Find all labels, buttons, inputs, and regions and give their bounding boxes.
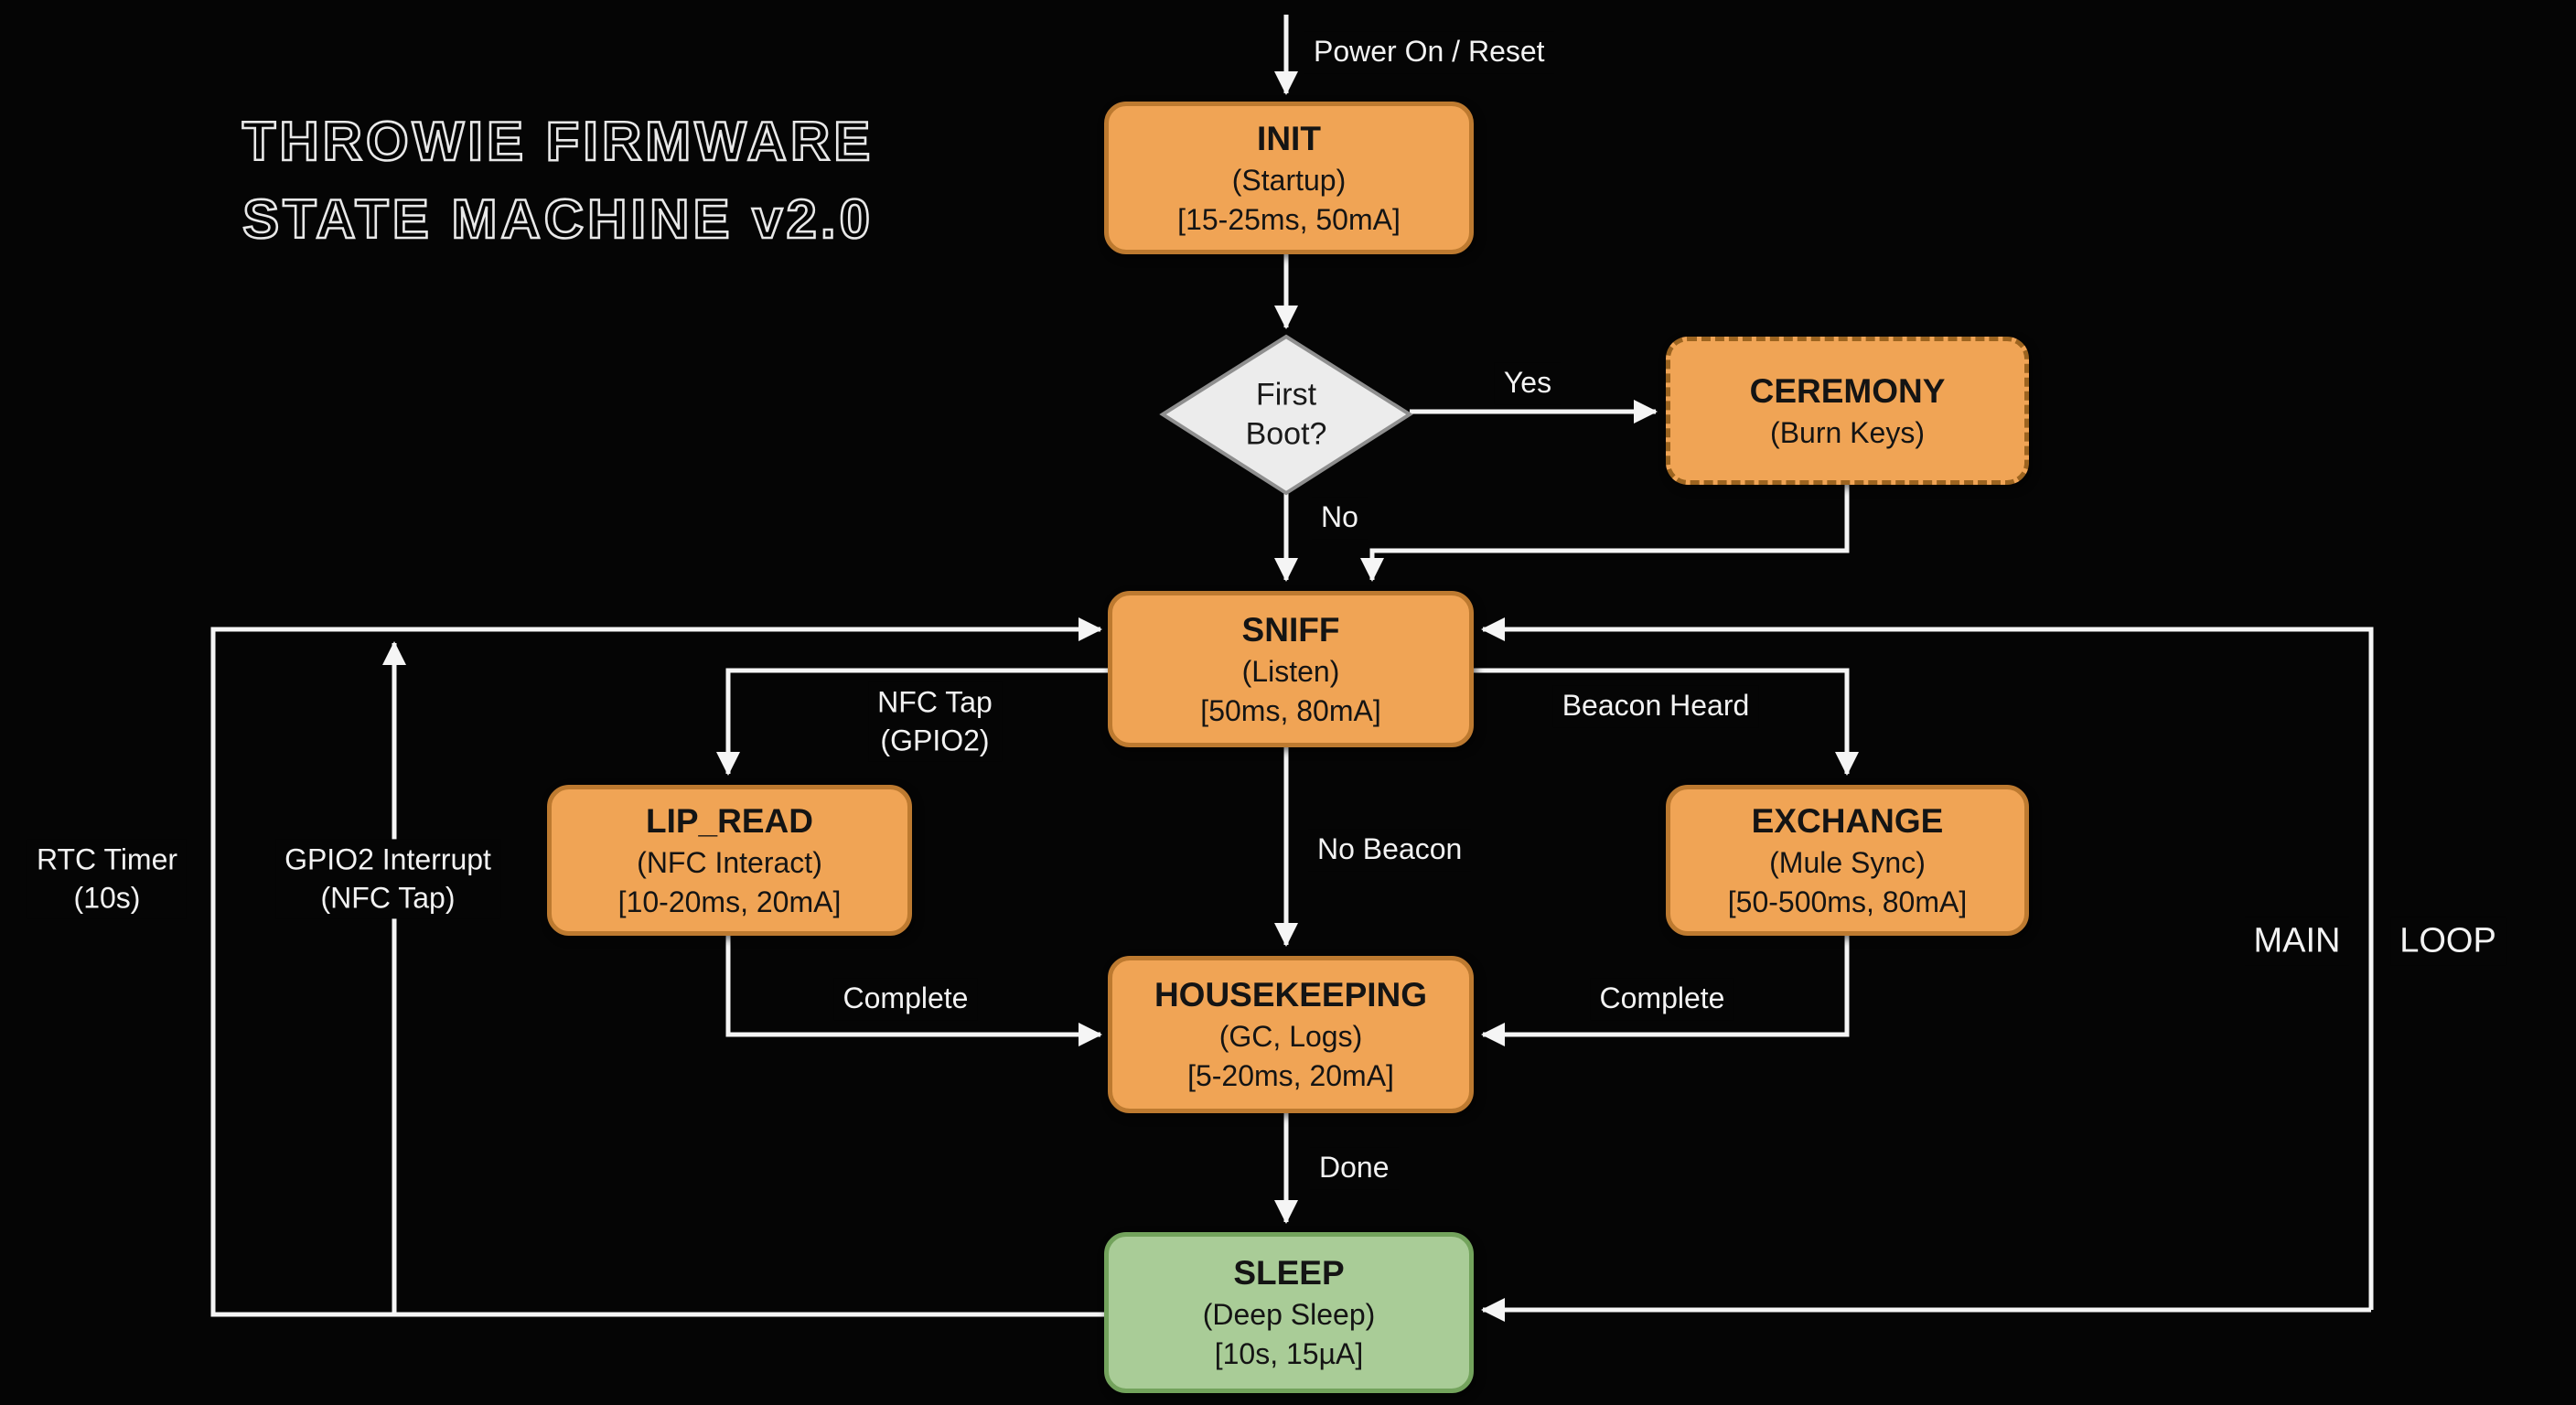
node-housekeeping-stats: [5-20ms, 20mA] [1187,1059,1394,1092]
edge-label-no-beacon: No Beacon [1308,829,1472,871]
edge-lip-read-to-housekeeping [725,936,1102,1046]
edge-ceremony-to-sniff [1360,485,1850,582]
edge-label-gpio2-line-2: (NFC Tap) [320,881,456,914]
node-exchange-stats: [50-500ms, 80mA] [1727,885,1968,918]
edge-label-loop: LOOP [2390,917,2506,966]
node-housekeeping-sub: (GC, Logs) [1218,1020,1363,1053]
first-boot-line-2: Boot? [1245,416,1327,451]
node-sniff-stats: [50ms, 80mA] [1200,693,1381,727]
edge-sniff-to-exchange [1474,668,1859,776]
edge-label-beacon-heard: Beacon Heard [1552,685,1759,727]
edge-label-rtc-timer: RTC Timer (10s) [27,839,188,919]
node-exchange-name: EXCHANGE [1751,801,1944,840]
node-housekeeping-name: HOUSEKEEPING [1154,976,1428,1014]
diagram-title: THROWIE FIRMWARE STATE MACHINE v2.0 [206,102,910,258]
node-housekeeping: HOUSEKEEPING (GC, Logs) [5-20ms, 20mA] [1108,956,1474,1113]
node-init-sub: (Startup) [1231,163,1347,197]
edge-label-power-on: Power On / Reset [1304,31,1554,73]
node-sleep-stats: [10s, 15µA] [1214,1337,1364,1370]
node-ceremony: CEREMONY (Burn Keys) [1666,337,2029,485]
node-exchange-sub: (Mule Sync) [1769,845,1926,879]
edge-label-gpio2-interrupt: GPIO2 Interrupt (NFC Tap) [275,839,500,919]
edge-label-complete-right: Complete [1590,978,1734,1020]
node-lip-read-name: LIP_READ [646,801,813,840]
edge-label-main: MAIN [2244,917,2350,966]
node-ceremony-sub: (Burn Keys) [1770,415,1925,449]
edge-label-nfc-tap-line-2: (GPIO2) [880,724,990,756]
node-first-boot-diamond [1159,334,1413,496]
node-sleep-sub: (Deep Sleep) [1202,1298,1376,1331]
node-init-name: INIT [1257,119,1321,157]
edge-label-nfc-tap: NFC Tap (GPIO2) [868,681,1002,762]
node-lip-read-stats: [10-20ms, 20mA] [617,885,842,918]
edge-label-complete-left: Complete [833,978,978,1020]
edge-label-done: Done [1310,1147,1399,1189]
node-sleep-name: SLEEP [1233,1254,1345,1292]
node-lip-read: LIP_READ (NFC Interact) [10-20ms, 20mA] [547,785,912,936]
edge-label-nfc-tap-line-1: NFC Tap [877,685,993,719]
edge-label-no: No [1312,497,1368,539]
node-first-boot-label: First Boot? [1246,376,1327,454]
node-init: INIT (Startup) [15-25ms, 50mA] [1104,102,1474,254]
edge-label-yes: Yes [1494,362,1562,404]
node-sleep: SLEEP (Deep Sleep) [10s, 15µA] [1104,1232,1474,1393]
edge-label-rtc-timer-line-1: RTC Timer [36,842,178,876]
first-boot-line-1: First [1255,377,1317,413]
edge-label-rtc-timer-line-2: (10s) [73,881,141,914]
edge-sleep-rtc-to-sniff [210,617,1104,1317]
node-lip-read-sub: (NFC Interact) [637,845,822,879]
node-exchange: EXCHANGE (Mule Sync) [50-500ms, 80mA] [1666,785,2029,936]
node-ceremony-name: CEREMONY [1749,371,1946,410]
edge-sniff-to-lip-read [716,668,1108,776]
node-sniff-sub: (Listen) [1241,654,1340,688]
node-init-stats: [15-25ms, 50mA] [1177,202,1401,236]
edge-label-gpio2-line-1: GPIO2 Interrupt [284,842,491,876]
title-line-2: STATE MACHINE v2.0 [242,188,874,252]
edge-main-loop-to-sniff [1481,617,2374,1310]
node-sniff: SNIFF (Listen) [50ms, 80mA] [1108,591,1474,747]
node-sniff-name: SNIFF [1241,610,1340,649]
edge-exchange-to-housekeeping [1481,936,1850,1046]
title-line-1: THROWIE FIRMWARE [241,110,875,174]
